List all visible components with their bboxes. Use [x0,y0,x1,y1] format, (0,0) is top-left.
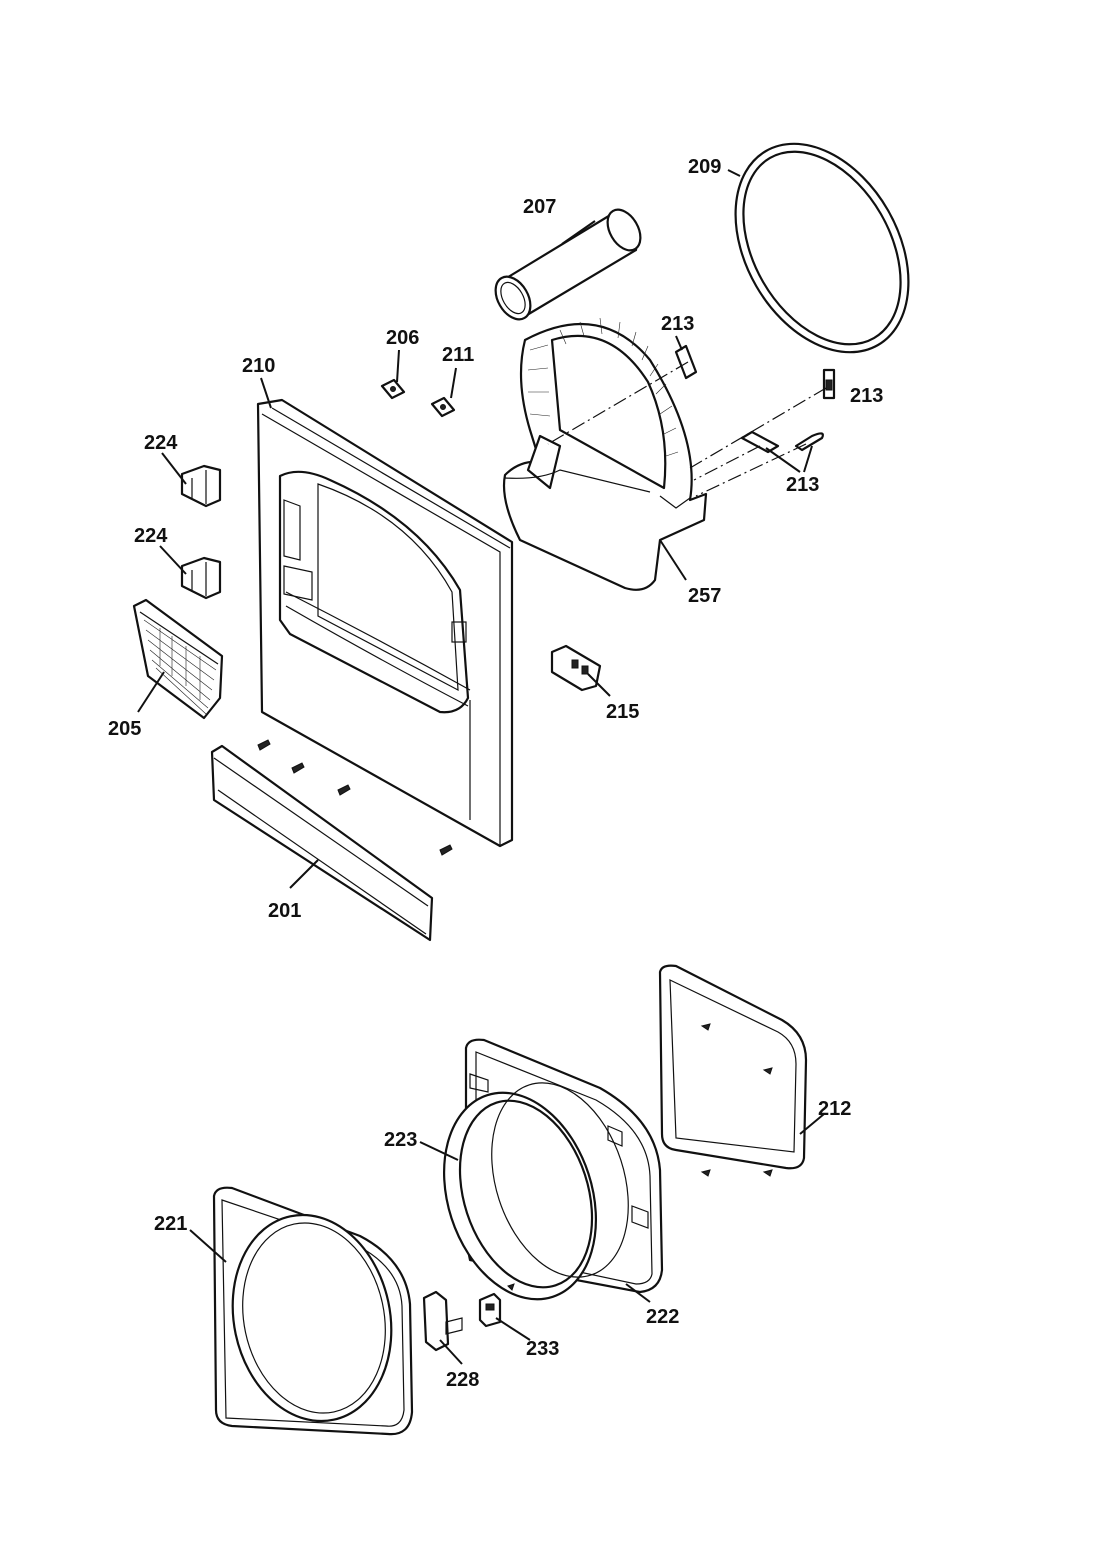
callout-210: 210 [242,355,275,377]
part-221-outer-door [212,1186,414,1436]
part-213-gasket-a [674,344,698,380]
part-207-tube [494,208,642,321]
callout-209: 209 [688,156,721,178]
callout-222: 222 [646,1306,679,1328]
part-224-hinge-lower [180,556,222,600]
part-224-hinge-upper [180,464,222,508]
part-205-lint-filter [132,598,224,720]
part-213-gasket-c [740,430,780,454]
part-213-gasket-d [794,432,824,452]
part-228-handle [422,1290,463,1352]
part-215-switch [550,644,602,692]
part-210-front-panel [256,398,514,848]
part-211-clip [430,396,456,418]
callout-211: 211 [442,344,474,366]
callout-201: 201 [268,900,301,922]
assembly-lines [547,361,827,497]
screws [257,739,453,856]
leader-lines [137,169,825,1365]
callout-207: 207 [523,196,556,218]
callout-213-c: 213 [786,474,819,496]
callout-228: 228 [446,1369,479,1391]
callout-205: 205 [108,718,141,740]
callout-221: 221 [154,1213,187,1235]
callout-206: 206 [386,327,419,349]
callout-224-b: 224 [134,525,168,547]
part-233-latch [478,1283,515,1328]
callout-257: 257 [688,585,721,607]
part-212-inner-panel [658,964,808,1177]
callout-213-b: 213 [850,385,883,407]
callout-labels: 209 207 213 206 211 210 213 224 213 224 … [108,156,883,1391]
part-209-ring [734,142,910,354]
callout-224-a: 224 [144,432,178,454]
callout-213-a: 213 [661,313,694,335]
part-257-bulkhead [502,317,708,591]
part-206-clip [380,378,406,400]
part-223-seal-ring [442,1082,629,1301]
callout-215: 215 [606,701,639,723]
part-201-kick-panel [210,744,434,942]
callout-233: 233 [526,1338,559,1360]
part-213-gasket-b [822,368,836,400]
callout-212: 212 [818,1098,851,1120]
callout-223: 223 [384,1129,417,1151]
